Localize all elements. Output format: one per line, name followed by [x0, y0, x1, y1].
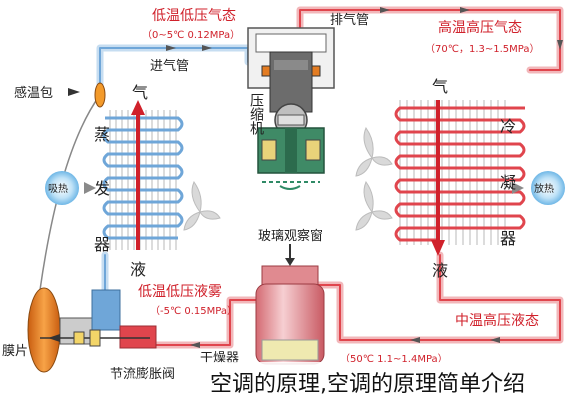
- temp-sensing-bulb: [68, 82, 106, 108]
- condenser-char-4: 液: [432, 261, 448, 280]
- heat-absorb-icon: [45, 171, 96, 205]
- evaporator-char-1: 蒸: [94, 125, 110, 144]
- heat-absorb-label: 吸热: [48, 182, 68, 195]
- low-temp-low-pressure-liquid-spec: （-5℃ 0.15MPa）: [150, 305, 237, 317]
- low-temp-low-pressure-liquid-title: 低温低压液雾: [138, 284, 222, 300]
- expansion-valve-label: 节流膨胀阀: [110, 367, 175, 382]
- high-temp-high-pressure-gas-spec: （70℃，1.3~1.5MPa）: [425, 43, 539, 55]
- fan-blade-icon-2: [355, 180, 393, 231]
- intake-pipe-label: 进气管: [150, 58, 189, 74]
- condenser-char-2: 凝: [500, 173, 516, 192]
- condenser-char-3: 器: [500, 229, 516, 248]
- evaporator-char-4: 液: [130, 260, 146, 279]
- caption-banner: 空调的原理,空调的原理简单介绍: [200, 362, 576, 400]
- exhaust-pipe-label: 排气管: [330, 12, 369, 28]
- compressor-bolts: [261, 139, 321, 161]
- flow-arrow-icon: [131, 100, 145, 115]
- heat-release-icon: [512, 171, 565, 205]
- high-temp-high-pressure-gas-title: 高温高压气态: [438, 19, 522, 36]
- condenser-coil: [394, 100, 526, 256]
- fan-blade-icon: [355, 126, 393, 177]
- fan-blade-icon-3: [183, 180, 221, 231]
- mid-temp-high-pressure-liquid-label: 中温高压液态: [455, 312, 539, 329]
- evaporator-char-3: 器: [94, 235, 110, 254]
- heat-release-label: 放热: [534, 182, 554, 195]
- expansion-valve: [27, 287, 157, 373]
- condenser-char-1: 冷: [500, 117, 516, 136]
- compressor: [247, 27, 335, 190]
- pipe-arrows: [166, 7, 563, 348]
- caption-text: 空调的原理,空调的原理简单介绍: [210, 372, 525, 397]
- evaporator-char-2: 发: [94, 179, 110, 198]
- receiver-drier: [255, 244, 325, 365]
- watermark: 知乎 @汽车小百科: [50, 374, 150, 388]
- evaporator-char-0: 气: [132, 83, 148, 102]
- low-temp-low-pressure-gas-spec: （0~5℃ 0.12MPa）: [142, 29, 240, 41]
- diaphragm-label: 膜片: [2, 344, 28, 359]
- low-temp-low-pressure-gas-title: 低温低压气态: [152, 8, 236, 24]
- condenser-char-0: 气: [432, 77, 448, 96]
- evaporator-coil: [102, 100, 184, 250]
- sight-glass-label: 玻璃观察窗: [258, 228, 323, 244]
- temp-sensing-bulb-label: 感温包: [14, 85, 53, 101]
